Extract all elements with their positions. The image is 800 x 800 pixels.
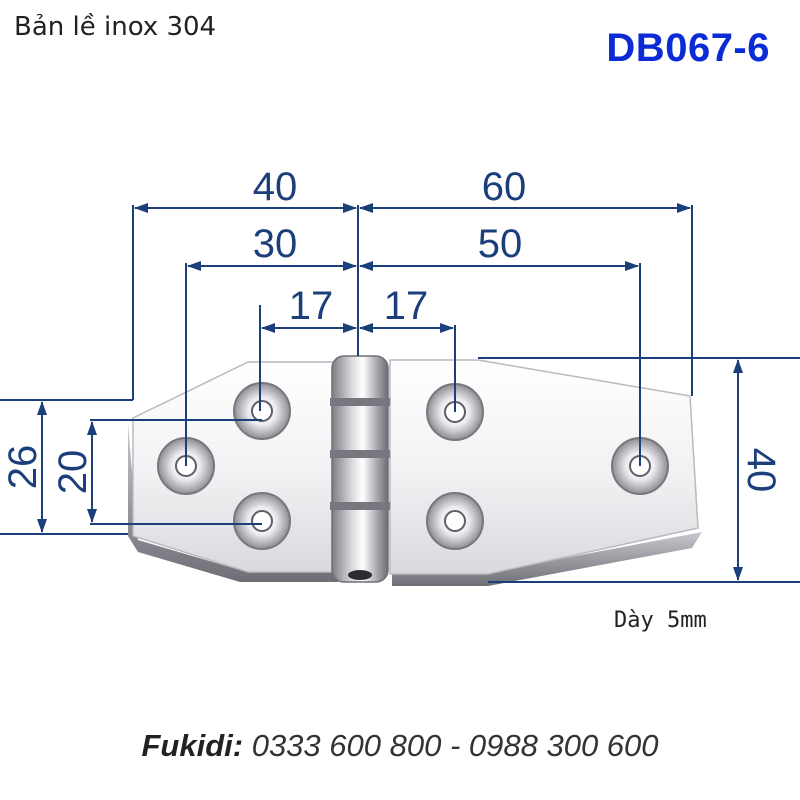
dim-label-left-hole-span: 30 — [253, 222, 298, 266]
product-code: DB067-6 — [606, 26, 770, 70]
thickness-label: Dày 5mm — [614, 608, 707, 633]
contact-footer: Fukidi: 0333 600 800 - 0988 300 600 — [0, 728, 800, 764]
hinge-pin-end — [348, 570, 372, 580]
dim-label-right-height: 40 — [739, 448, 783, 493]
screw-hole — [233, 492, 291, 550]
dimension-lines — [0, 203, 800, 583]
phone-numbers: 0333 600 800 - 0988 300 600 — [251, 728, 659, 763]
product-title: Bản lề inox 304 — [14, 12, 217, 42]
dim-label-right-hole-span: 50 — [478, 222, 523, 266]
screw-hole — [426, 492, 484, 550]
dim-label-left-overall: 40 — [253, 165, 298, 209]
dim-label-left-hole-offset: 17 — [289, 284, 334, 328]
dim-label-right-hole-offset: 17 — [384, 284, 429, 328]
dim-label-left-height-outer: 26 — [1, 445, 45, 490]
dim-label-left-height-inner: 20 — [51, 450, 95, 495]
dim-label-right-overall: 60 — [482, 165, 527, 209]
hinge-body — [128, 355, 702, 586]
brand-name: Fukidi: — [141, 728, 244, 763]
hinge-knuckle — [330, 355, 390, 583]
screw-hole — [233, 382, 291, 440]
